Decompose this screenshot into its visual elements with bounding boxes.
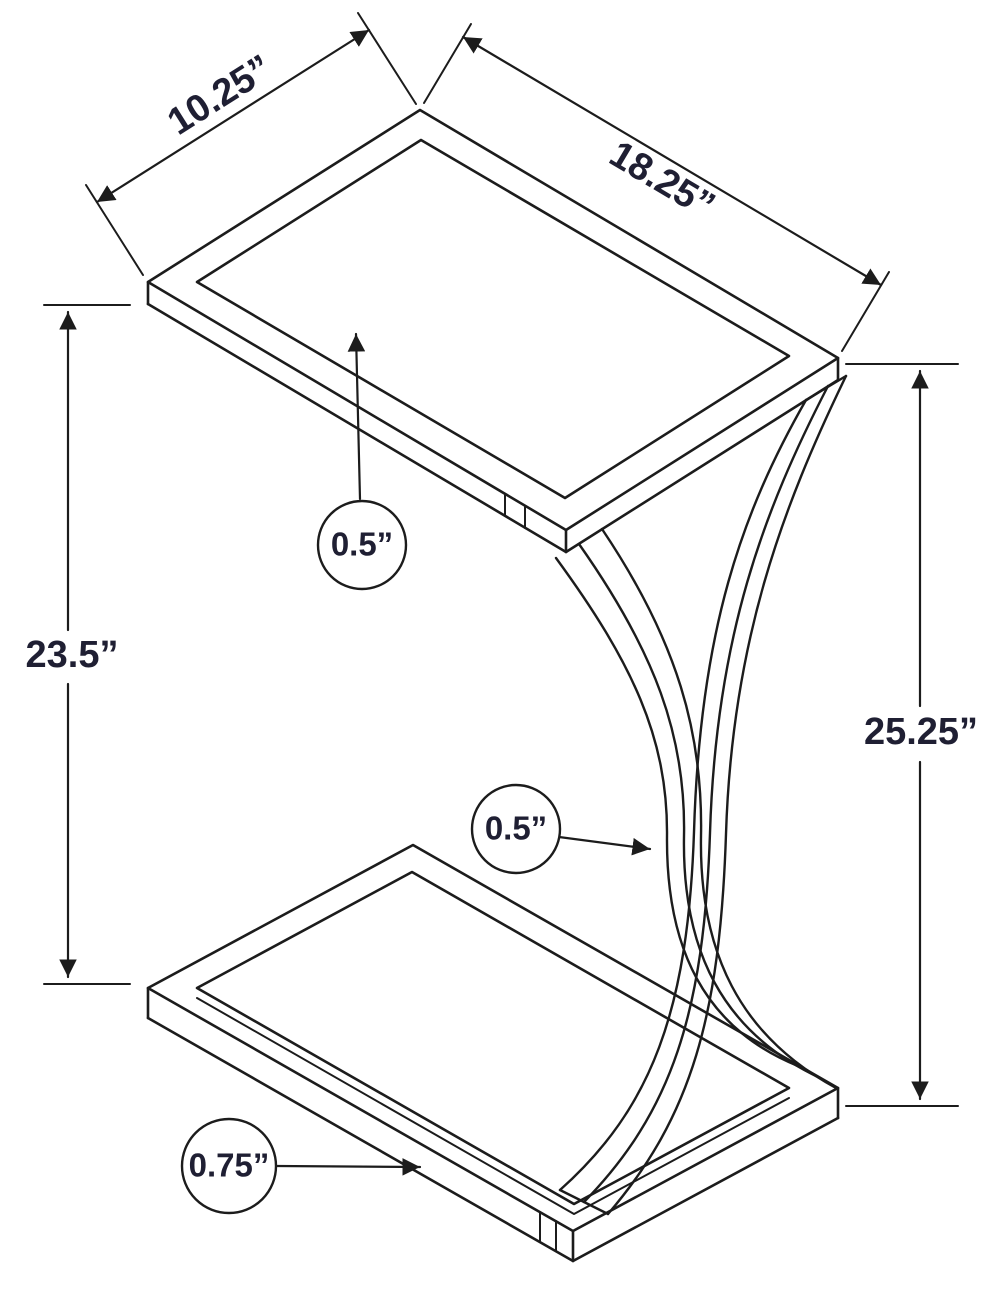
table-legs <box>554 374 848 1216</box>
tabletop-seam <box>504 493 526 529</box>
dimension-line <box>95 28 371 204</box>
callout-arrow <box>347 332 366 501</box>
tabletop-corner-edges <box>146 280 840 554</box>
leg-curve <box>600 527 838 1090</box>
base-seam <box>539 1211 557 1252</box>
base-corner-edges <box>146 986 840 1263</box>
callout-arrow <box>275 1158 422 1176</box>
dim-right-height: 25.25” <box>845 363 978 1107</box>
callout-circle <box>316 499 408 591</box>
dim-label-top-width: 10.25” <box>161 47 280 143</box>
extension-line <box>841 271 890 352</box>
dim-label-top-depth: 18.25” <box>602 133 722 227</box>
tabletop-outer-face <box>146 108 840 532</box>
callout-base-thickness: 0.75” <box>180 1117 422 1215</box>
leg-curve <box>577 542 822 1080</box>
extension-line <box>85 184 144 276</box>
callout-arrow <box>557 835 652 856</box>
callout-circle <box>470 783 562 875</box>
callout-top-thickness: 0.5” <box>316 332 408 591</box>
leg-curve <box>558 398 808 1192</box>
leg-end-cap <box>558 1188 610 1216</box>
leg-curve <box>554 556 800 1068</box>
leg-curve <box>582 384 830 1204</box>
table-base <box>146 843 840 1263</box>
callout-label-base-thickness: 0.75” <box>189 1147 270 1184</box>
dim-label-left-height: 23.5” <box>26 634 119 676</box>
dim-left-height: 23.5” <box>26 304 131 985</box>
leg-end-cap <box>804 374 848 402</box>
dimension-line <box>461 35 883 287</box>
leg-curve <box>606 374 848 1216</box>
table-top <box>146 108 840 554</box>
callout-label-top-thickness: 0.5” <box>331 526 393 563</box>
extension-line <box>423 23 472 104</box>
base-inner-wall <box>196 997 790 1215</box>
extension-line <box>357 12 417 105</box>
dim-top-depth: 18.25” <box>423 23 890 352</box>
callout-label-leg-thickness: 0.5” <box>485 810 547 847</box>
base-bottom-edges <box>146 1016 840 1263</box>
base-inner-frame <box>195 870 791 1206</box>
dim-label-right-height: 25.25” <box>864 711 978 753</box>
tabletop-bottom-edges <box>146 302 840 554</box>
callout-circle <box>180 1117 278 1215</box>
callout-leg-thickness: 0.5” <box>470 783 652 875</box>
